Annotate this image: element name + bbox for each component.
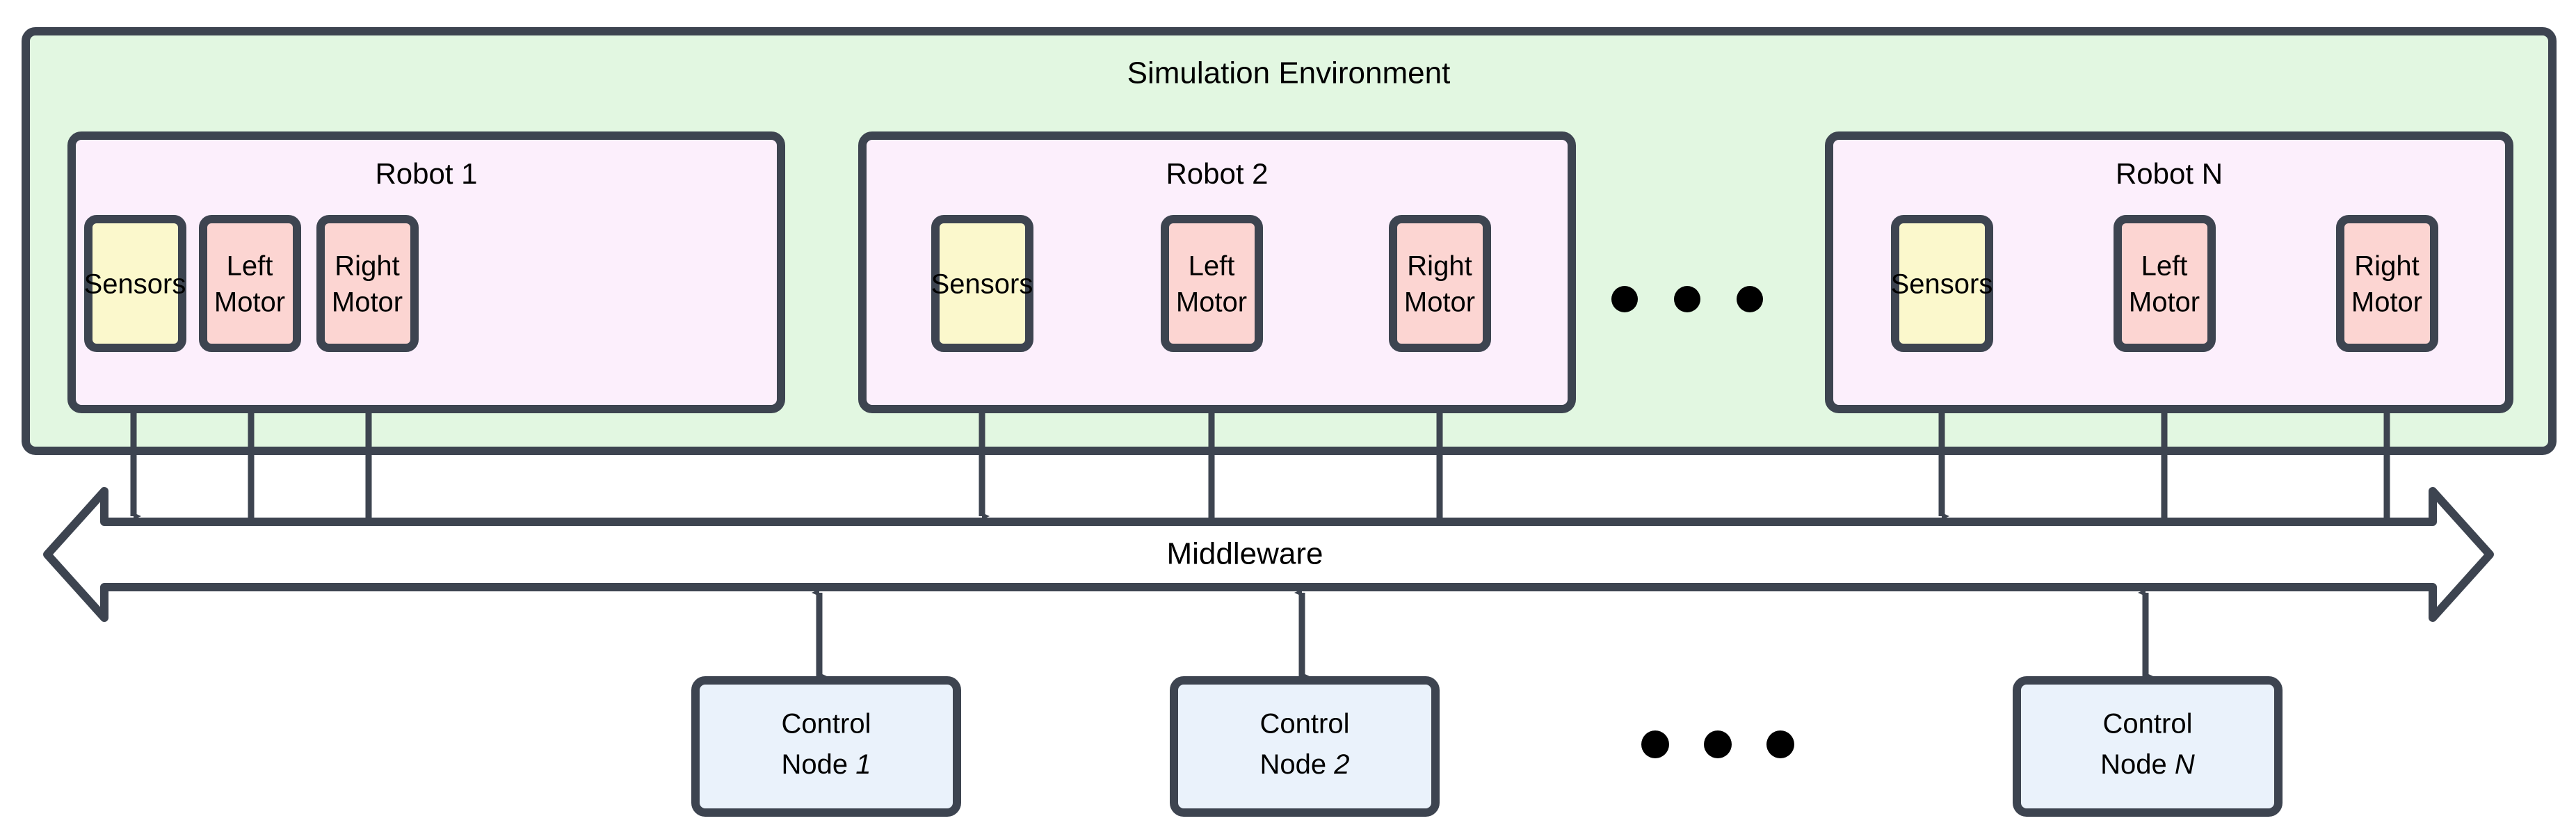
middleware-to-control-node-connectors xyxy=(812,589,2153,680)
robot-2-right-motor-box[interactable] xyxy=(1389,215,1491,352)
robot-1-sensors-label: Sensors xyxy=(84,269,186,300)
robot-ellipsis-dot-3 xyxy=(1737,286,1763,312)
control-node-1-label-line2: Node 1 xyxy=(782,749,871,780)
robot-ellipsis-dot-1 xyxy=(1611,286,1638,312)
control-node-2-label-index: 2 xyxy=(1333,749,1349,780)
control-node-2-label-line1: Control xyxy=(1260,709,1350,740)
robot-n-title: Robot N xyxy=(2116,157,2223,190)
robot-ellipsis xyxy=(1611,286,1763,312)
robot-1-right-motor-label-line1: Right xyxy=(335,251,399,282)
control-ellipsis-dot-2 xyxy=(1704,730,1732,758)
control-node-1-label-index: 1 xyxy=(855,749,871,780)
control-node-1-group: Control Node 1 xyxy=(691,676,961,817)
robot-n-group: Robot N Sensors Left Motor Right Motor xyxy=(1825,131,2513,413)
control-node-2-box[interactable] xyxy=(1170,676,1440,817)
robot-1-left-motor-box[interactable] xyxy=(199,215,301,352)
robot-2-left-motor-label-line2: Motor xyxy=(1176,287,1247,318)
robot-n-sensors-label: Sensors xyxy=(1891,269,1993,300)
robot-1-right-motor-label-line2: Motor xyxy=(332,287,403,318)
control-node-1-box[interactable] xyxy=(691,676,961,817)
robot-1-left-motor-label-line1: Left xyxy=(227,251,273,282)
robot-2-sensors-label: Sensors xyxy=(931,269,1033,300)
robot-2-left-motor-label-line1: Left xyxy=(1189,251,1235,282)
robot-n-right-motor-box[interactable] xyxy=(2336,215,2438,352)
control-node-n-group: Control Node N xyxy=(2013,676,2283,817)
control-ellipsis-dot-3 xyxy=(1766,730,1794,758)
control-node-ellipsis xyxy=(1641,730,1794,758)
robot-2-group: Robot 2 Sensors Left Motor Right Motor xyxy=(858,131,1576,413)
robot-2-title: Robot 2 xyxy=(1166,157,1268,190)
robot-n-right-motor-label-line1: Right xyxy=(2354,251,2419,282)
control-node-n-box[interactable] xyxy=(2013,676,2283,817)
control-node-2-group: Control Node 2 xyxy=(1170,676,1440,817)
robot-2-sensors-box[interactable] xyxy=(931,215,1033,352)
robot-n-left-motor-label-line1: Left xyxy=(2141,251,2188,282)
control-ellipsis-dot-1 xyxy=(1641,730,1669,758)
robot-2-right-motor-label-line2: Motor xyxy=(1404,287,1475,318)
middleware-bus-shape[interactable] xyxy=(43,487,2494,622)
control-node-1-label-prefix: Node xyxy=(782,749,856,780)
simulation-environment-title: Simulation Environment xyxy=(1127,56,1451,90)
control-node-2-label-line2: Node 2 xyxy=(1260,749,1350,780)
control-node-n-label-prefix: Node xyxy=(2100,749,2175,780)
control-node-1-label-line1: Control xyxy=(782,709,871,740)
middleware-bus-group: Middleware xyxy=(43,487,2494,622)
robot-1-sensors-box[interactable] xyxy=(84,215,186,352)
robot-1-group: Robot 1 Sensors Left Motor Right Motor xyxy=(67,131,785,413)
robot-1-left-motor-label-line2: Motor xyxy=(214,287,285,318)
robot-1-title: Robot 1 xyxy=(375,157,477,190)
control-node-2-label-prefix: Node xyxy=(1260,749,1335,780)
robot-n-left-motor-box[interactable] xyxy=(2114,215,2216,352)
robot-ellipsis-dot-2 xyxy=(1674,286,1700,312)
robot-n-sensors-box[interactable] xyxy=(1891,215,1993,352)
robot-2-right-motor-label-line1: Right xyxy=(1407,251,1472,282)
control-node-n-label-line1: Control xyxy=(2103,709,2193,740)
middleware-label: Middleware xyxy=(1167,537,1323,571)
robot-n-right-motor-label-line2: Motor xyxy=(2351,287,2422,318)
robot-2-left-motor-box[interactable] xyxy=(1161,215,1263,352)
robot-1-right-motor-box[interactable] xyxy=(316,215,419,352)
control-node-n-label-index: N xyxy=(2175,749,2195,780)
control-node-n-label-line2: Node N xyxy=(2100,749,2195,780)
robot-n-left-motor-label-line2: Motor xyxy=(2129,287,2200,318)
